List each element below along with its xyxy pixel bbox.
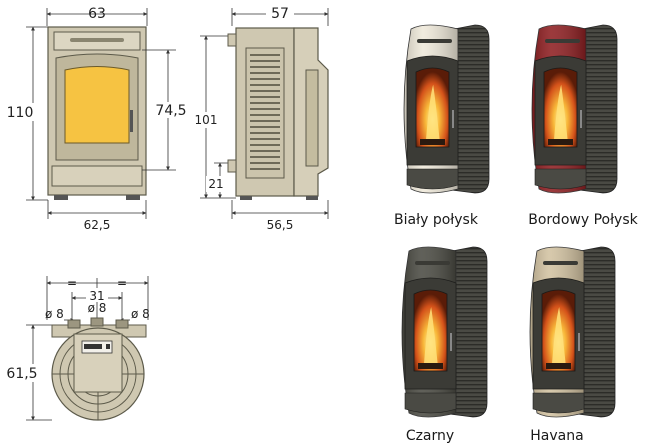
stove-variant-bialy [403, 24, 490, 194]
pipe-center-label: ø 8 [88, 301, 107, 315]
front-view: 63 110 74,5 62,5 [7, 6, 187, 232]
pipe-right-label: ø 8 [131, 307, 150, 321]
stove-bottom-panel [532, 392, 585, 414]
flame [553, 84, 568, 141]
top-depth-label: 61,5 [6, 366, 37, 382]
side-low-height-label: 21 [208, 177, 223, 191]
front-glass-window [64, 66, 130, 144]
stove-door-handle [452, 110, 454, 128]
front-height-label: 110 [7, 105, 34, 121]
top-spacing-right: = [117, 276, 127, 290]
stove-bottom-panel [404, 392, 457, 414]
front-base-label: 62,5 [84, 218, 111, 232]
stove-top-slot [417, 39, 452, 43]
stove-bottom-panel [534, 168, 587, 190]
side-vent-slots [245, 47, 285, 179]
side-depth-label: 57 [271, 6, 289, 22]
stove-variant-havana [529, 246, 616, 418]
stove-variant-czarny [401, 246, 488, 418]
stove-variant-bordowy [531, 24, 618, 194]
variant-caption-havana: Havana [530, 428, 583, 444]
front-ash-drawer [51, 165, 143, 187]
front-door-handle [130, 110, 133, 132]
stove-door-handle [450, 333, 452, 351]
top-center-distance: 31 [89, 289, 104, 303]
top-view: = = 31 ø 8 ø 8 ø 8 61,5 [6, 276, 150, 421]
pipe-left [67, 319, 81, 329]
stove-door-handle [578, 333, 580, 351]
flame [425, 84, 440, 141]
stove-top-slot [415, 261, 450, 265]
front-top-slot [70, 38, 124, 42]
variant-caption-bordowy: Bordowy Połysk [528, 212, 638, 228]
side-height-label: 101 [195, 113, 218, 127]
stove-top-slot [543, 261, 578, 265]
side-base-label: 56,5 [267, 218, 294, 232]
variant-caption-czarny: Czarny [406, 428, 454, 444]
top-spacing-left: = [67, 276, 77, 290]
pipe-right [115, 319, 129, 329]
stove-top-slot [545, 39, 580, 43]
front-width-label: 63 [88, 6, 106, 22]
pipe-left-label: ø 8 [45, 307, 64, 321]
stove-bottom-panel [406, 168, 459, 190]
stove-door-handle [580, 110, 582, 128]
flame [423, 307, 438, 365]
color-variants [401, 24, 618, 418]
variant-caption-bialy: Biały połysk [394, 212, 479, 228]
door-height-label: 74,5 [155, 103, 186, 119]
flame [551, 307, 566, 365]
pipe-center [90, 317, 104, 327]
side-view: 57 101 21 [194, 5, 329, 232]
